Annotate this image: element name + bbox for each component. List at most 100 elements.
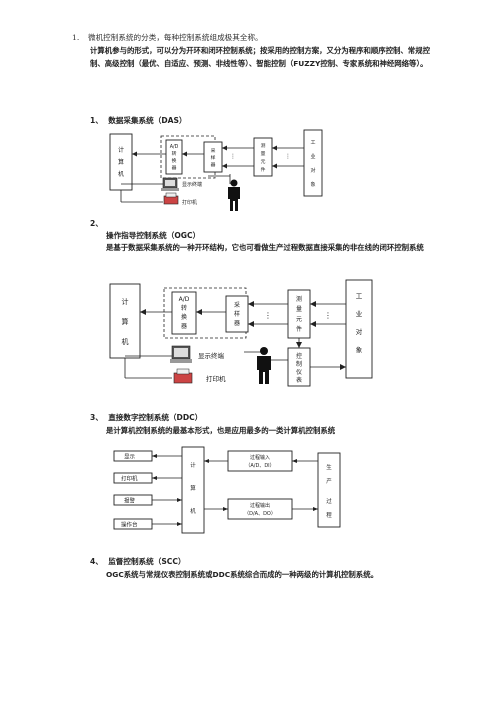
das-measure-label: 量	[261, 150, 266, 157]
ogc-plant-label: 工	[356, 292, 363, 300]
ogc-ad-label: 器	[181, 323, 187, 330]
ddc-output-label: 过程输出	[250, 502, 270, 509]
ogc-computer-label: 算	[122, 317, 129, 326]
arrow-head-icon	[292, 459, 297, 463]
das-computer-label: 计	[118, 146, 124, 154]
das-sampler-box	[203, 141, 223, 173]
ogc-computer-label: 计	[122, 297, 129, 306]
operator-person-icon	[257, 347, 271, 384]
das-computer-label: 机	[118, 170, 124, 178]
das-ad-label: A/D	[170, 144, 179, 150]
ogc-plant-box	[345, 279, 373, 379]
section-number: 3、	[90, 413, 103, 422]
ogc-measure-label: 元	[296, 316, 302, 323]
ogc-sampler-label: 器	[234, 320, 240, 327]
ogc-ad-label: 转	[181, 304, 187, 312]
das-ad-box	[165, 139, 183, 175]
section-2-desc: 是基于数据采集系统的一种开环结构，它也可看做生产过程数据直接采集的非在线的闭环控…	[106, 243, 424, 252]
arrow-head-icon	[177, 522, 182, 526]
section-number: 1、	[90, 116, 103, 125]
ogc-measure-label: 量	[296, 306, 302, 313]
arrow-head-icon	[248, 321, 254, 327]
ddc-computer-label: 计	[190, 461, 196, 469]
intro-paragraph: 计算机参与的形式，可以分为开环和闭环控制系统；按采用的控制方案，又分为程序和顺序…	[90, 46, 430, 68]
das-ad-label: 换	[172, 157, 177, 164]
arrow-head-icon	[196, 309, 202, 315]
section-1-heading: 1、 数据采集系统（DAS）	[90, 115, 187, 126]
das-measure-label: 测	[261, 142, 266, 149]
das-sampler-label: 器	[211, 162, 216, 168]
das-diagram: 计 算 机 A/D 转 换 器 采 样 器 ⋮ 测 量 元 件 ⋮ 工 业 对 …	[109, 129, 323, 211]
ogc-instrument-label: 控	[296, 352, 302, 360]
das-ad-label: 器	[172, 165, 177, 171]
arrow-head-icon	[152, 454, 157, 458]
ddc-process-label: 过	[326, 497, 332, 505]
das-plant-box	[303, 129, 323, 197]
section-4-desc: OGC系统与常规仪表控制系统或DDC系统综合而成的一种两级的计算机控制系统。	[106, 570, 378, 579]
ogc-printer-label: 打印机	[206, 374, 226, 383]
arrow-head-icon	[313, 507, 318, 511]
printer-icon	[163, 192, 179, 205]
section-number: 4、	[90, 557, 103, 566]
ddc-process-label: 生	[326, 463, 332, 471]
arrow-head-icon	[222, 145, 227, 151]
das-ellipsis: ⋮	[285, 153, 291, 160]
ddc-input-label: （A/D、DI）	[245, 463, 274, 469]
section-4-heading: 4、 监督控制系统（SCC）	[90, 556, 186, 567]
section-2-number: 2、	[90, 219, 103, 228]
ogc-instrument-label: 制	[296, 360, 302, 368]
arrow-head-icon	[222, 163, 227, 169]
ogc-ellipsis: ⋮	[264, 311, 272, 320]
ogc-instrument-label: 仪	[296, 369, 302, 376]
das-measure-label: 元	[261, 159, 266, 165]
ogc-ad-label: 换	[181, 313, 187, 321]
das-measure-box	[253, 137, 273, 177]
question-number: 1.	[72, 33, 80, 42]
operator-person-icon	[228, 179, 240, 211]
ogc-computer-label: 机	[122, 337, 129, 346]
question-line: 1. 微机控制系统的分类，每种控制系统组成极其全称。	[72, 32, 263, 43]
das-plant-label: 工	[310, 140, 315, 146]
section-title: 直接数字控制系统（DDC）	[108, 413, 203, 422]
arrow-head-icon	[223, 507, 228, 511]
ddc-peripheral-label: 打印机	[121, 475, 138, 483]
ddc-computer-label: 算	[190, 484, 196, 492]
question-text: 微机控制系统的分类，每种控制系统组成极其全称。	[88, 33, 263, 42]
ogc-sampler-label: 采	[234, 301, 240, 309]
ogc-plant-label: 象	[356, 345, 363, 354]
das-measure-label: 件	[261, 166, 266, 173]
ogc-display-label: 显示终端	[198, 351, 225, 360]
ogc-ad-box	[171, 291, 197, 335]
section-title: 监督控制系统（SCC）	[108, 557, 186, 566]
ddc-diagram: 显示 打印机 报警 操作台 计 算 机 过程输入 （A/D、DI） 过程输出 （…	[113, 446, 341, 534]
arrow-head-icon	[310, 321, 316, 327]
ddc-peripheral-label: 操作台	[121, 521, 138, 529]
section-title: 数据采集系统（DAS）	[108, 116, 187, 125]
ogc-diagram: 计 算 机 A/D 转 换 器 采 样 器 ⋮ 测 量 元 件 ⋮ 工 业 对 …	[109, 279, 373, 387]
das-display-label: 显示终端	[182, 181, 202, 188]
das-sampler-label: 采	[211, 147, 216, 154]
ddc-computer-label: 机	[190, 507, 196, 515]
arrow-head-icon	[296, 342, 302, 348]
ogc-instrument-label: 表	[296, 376, 302, 384]
ddc-process-label: 产	[326, 477, 332, 485]
arrow-head-icon	[204, 459, 209, 463]
das-printer-label: 打印机	[182, 199, 197, 206]
ddc-output-label: （D/A、DO）	[244, 511, 276, 517]
ddc-peripheral-label: 显示	[124, 454, 136, 461]
ogc-ellipsis: ⋮	[324, 311, 332, 320]
ogc-plant-label: 业	[356, 309, 363, 318]
ogc-measure-label: 件	[296, 325, 302, 333]
das-plant-label: 对	[310, 167, 315, 174]
section-2-title: 操作指导控制系统（OGC）	[106, 231, 201, 240]
printer-icon	[173, 368, 193, 384]
ddc-computer-box	[181, 446, 205, 534]
arrow-head-icon	[140, 309, 146, 315]
das-computer-label: 算	[118, 158, 124, 166]
arrow-head-icon	[272, 145, 277, 151]
arrow-head-icon	[152, 476, 157, 480]
ogc-ad-label: A/D	[179, 296, 190, 303]
ddc-process-label: 程	[326, 511, 332, 519]
arrow-head-icon	[272, 163, 277, 169]
arrow-head-icon	[182, 151, 187, 157]
